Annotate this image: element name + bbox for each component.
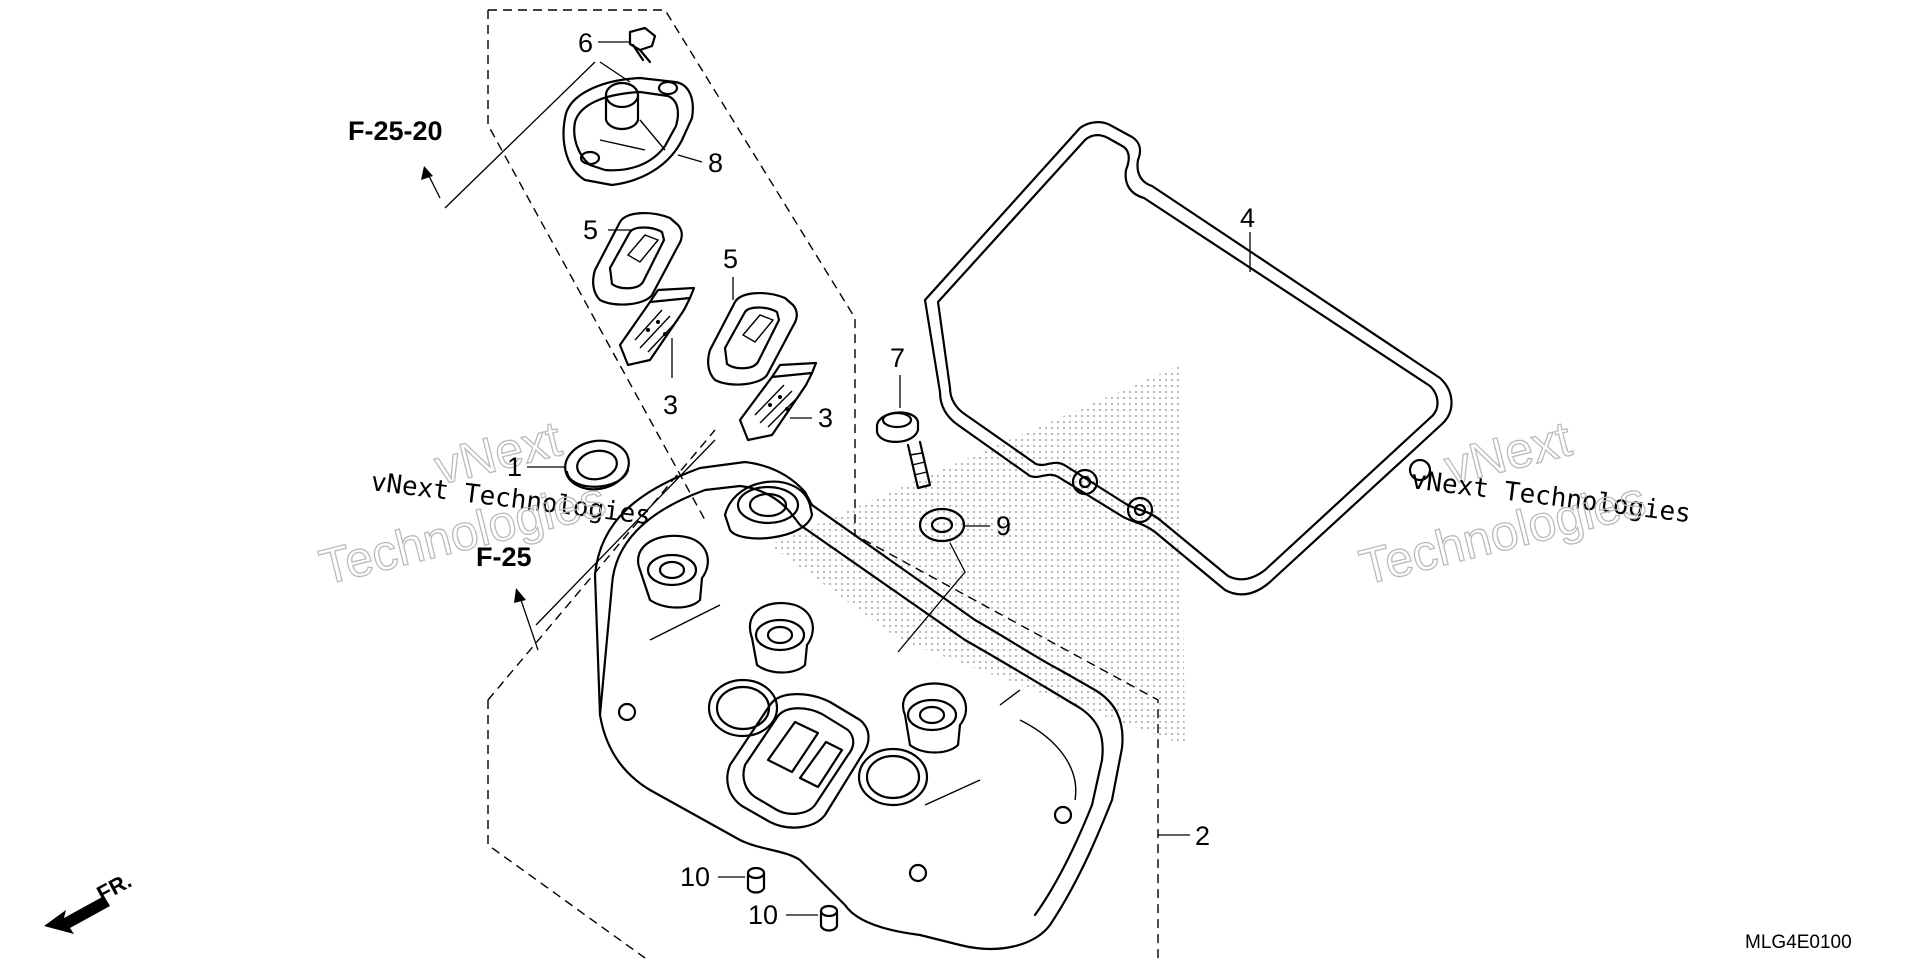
callout-10b: 10	[748, 900, 778, 930]
watermark-right: vNext vNext Technologies Technologies	[1353, 410, 1692, 597]
callout-5a: 5	[583, 215, 598, 245]
diagram-code: MLG4E0100	[1745, 932, 1852, 953]
reference-label-mid: F-25	[476, 542, 532, 572]
cover-top-hatch	[770, 365, 1185, 745]
callout-7: 7	[890, 343, 905, 373]
leader-lines	[444, 41, 1251, 916]
bolt-part-7	[875, 411, 932, 490]
grommet-part-5a	[592, 212, 683, 306]
callout-10a: 10	[680, 862, 710, 892]
callout-8: 6	[578, 28, 593, 58]
callout-3a: 3	[663, 390, 678, 420]
washer-part-9	[918, 507, 966, 543]
reference-arrow-mid	[514, 588, 539, 651]
callout-9: 9	[996, 511, 1011, 541]
callout-2: 2	[1195, 821, 1210, 851]
callout-3b: 3	[818, 403, 833, 433]
front-direction-arrow: FR.	[44, 868, 136, 934]
grommet-part-5b	[707, 292, 798, 386]
breather-cover-part-6	[562, 76, 694, 187]
reference-label-top: F-25-20	[348, 116, 443, 146]
group-boundary	[487, 9, 1159, 960]
dowel-pin-part-10a	[746, 866, 766, 894]
callout-5b: 5	[723, 244, 738, 274]
cylinder-head-cover-part-2	[593, 460, 1124, 951]
seal-ring-part-1	[564, 439, 630, 491]
dowel-pin-part-10b	[819, 904, 839, 932]
reference-arrow-top	[421, 166, 441, 199]
gasket-part-4	[923, 121, 1453, 596]
callout-1: 1	[507, 452, 522, 482]
bolt-part-8	[628, 26, 657, 64]
separator-plate-part-3b	[738, 361, 818, 442]
callout-6: 8	[708, 148, 723, 178]
separator-plate-part-3a	[618, 286, 696, 367]
callout-4: 4	[1240, 203, 1255, 233]
